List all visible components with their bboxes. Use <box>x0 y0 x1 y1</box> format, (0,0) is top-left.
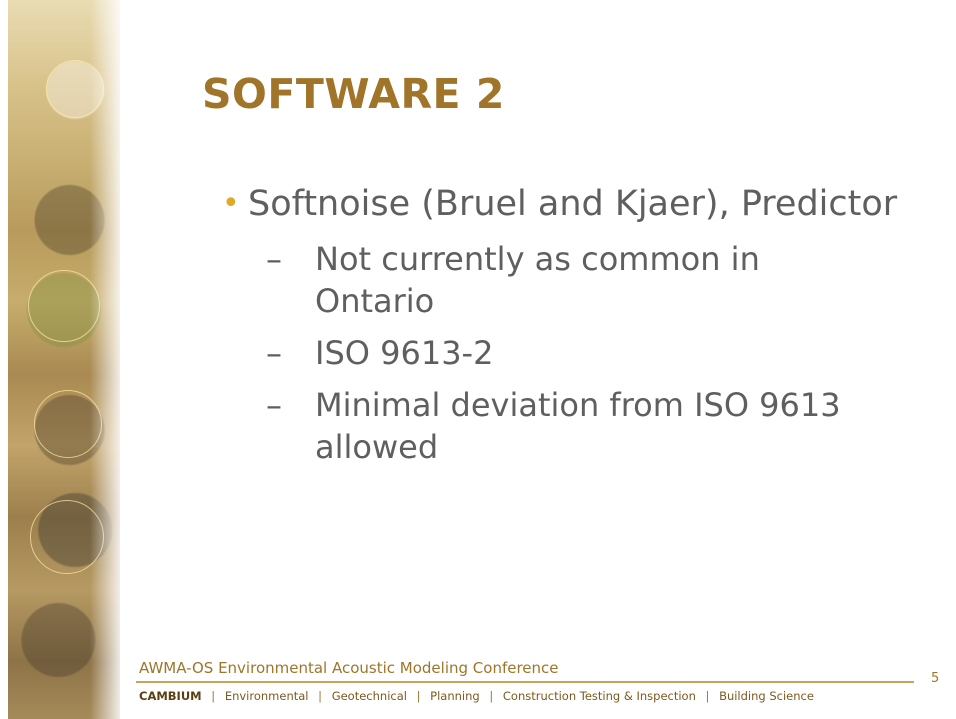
footer-service-links: CAMBIUM | Environmental | Geotechnical |… <box>139 689 814 703</box>
decorative-photo-strip <box>8 0 120 719</box>
footer-link-planning: Planning <box>430 689 480 703</box>
sub-bullet-item: – Minimal deviation from ISO 9613 allowe… <box>266 384 875 468</box>
sub-bullet-text: Not currently as common in Ontario <box>315 240 760 320</box>
sub-bullet-item: – Not currently as common in Ontario <box>266 238 875 322</box>
footer-link-environmental: Environmental <box>224 689 309 703</box>
sub-bullet-item: – ISO 9613-2 <box>266 332 875 374</box>
photo-circle-3 <box>34 390 102 458</box>
photo-circle-1 <box>46 60 104 118</box>
footer-separator: | <box>705 689 710 703</box>
slide-title: SOFTWARE 2 <box>202 70 505 118</box>
footer-conference-name: AWMA-OS Environmental Acoustic Modeling … <box>139 659 559 677</box>
bullet-text: Softnoise (Bruel and Kjaer), Predictor <box>248 184 898 224</box>
footer-link-building-science: Building Science <box>719 689 814 703</box>
footer-divider <box>136 681 914 683</box>
photo-circle-4 <box>30 500 104 574</box>
footer-link-construction-testing: Construction Testing & Inspection <box>502 689 696 703</box>
sub-bullet-text: ISO 9613-2 <box>315 334 494 372</box>
sub-bullet-text: Minimal deviation from ISO 9613 allowed <box>315 386 841 466</box>
footer-separator: | <box>318 689 323 703</box>
bullet-list: • Softnoise (Bruel and Kjaer), Predictor… <box>222 180 902 478</box>
page-number: 5 <box>931 671 940 686</box>
footer-brand: CAMBIUM <box>139 689 202 703</box>
footer-separator: | <box>489 689 494 703</box>
footer-link-geotechnical: Geotechnical <box>331 689 407 703</box>
sub-bullet-marker: – <box>266 240 282 278</box>
footer-separator: | <box>211 689 216 703</box>
sub-bullet-marker: – <box>266 386 282 424</box>
photo-circle-2 <box>28 270 100 342</box>
sub-bullet-marker: – <box>266 334 282 372</box>
bullet-marker: • <box>222 186 240 221</box>
footer-separator: | <box>416 689 421 703</box>
bullet-item: • Softnoise (Bruel and Kjaer), Predictor <box>222 180 902 228</box>
